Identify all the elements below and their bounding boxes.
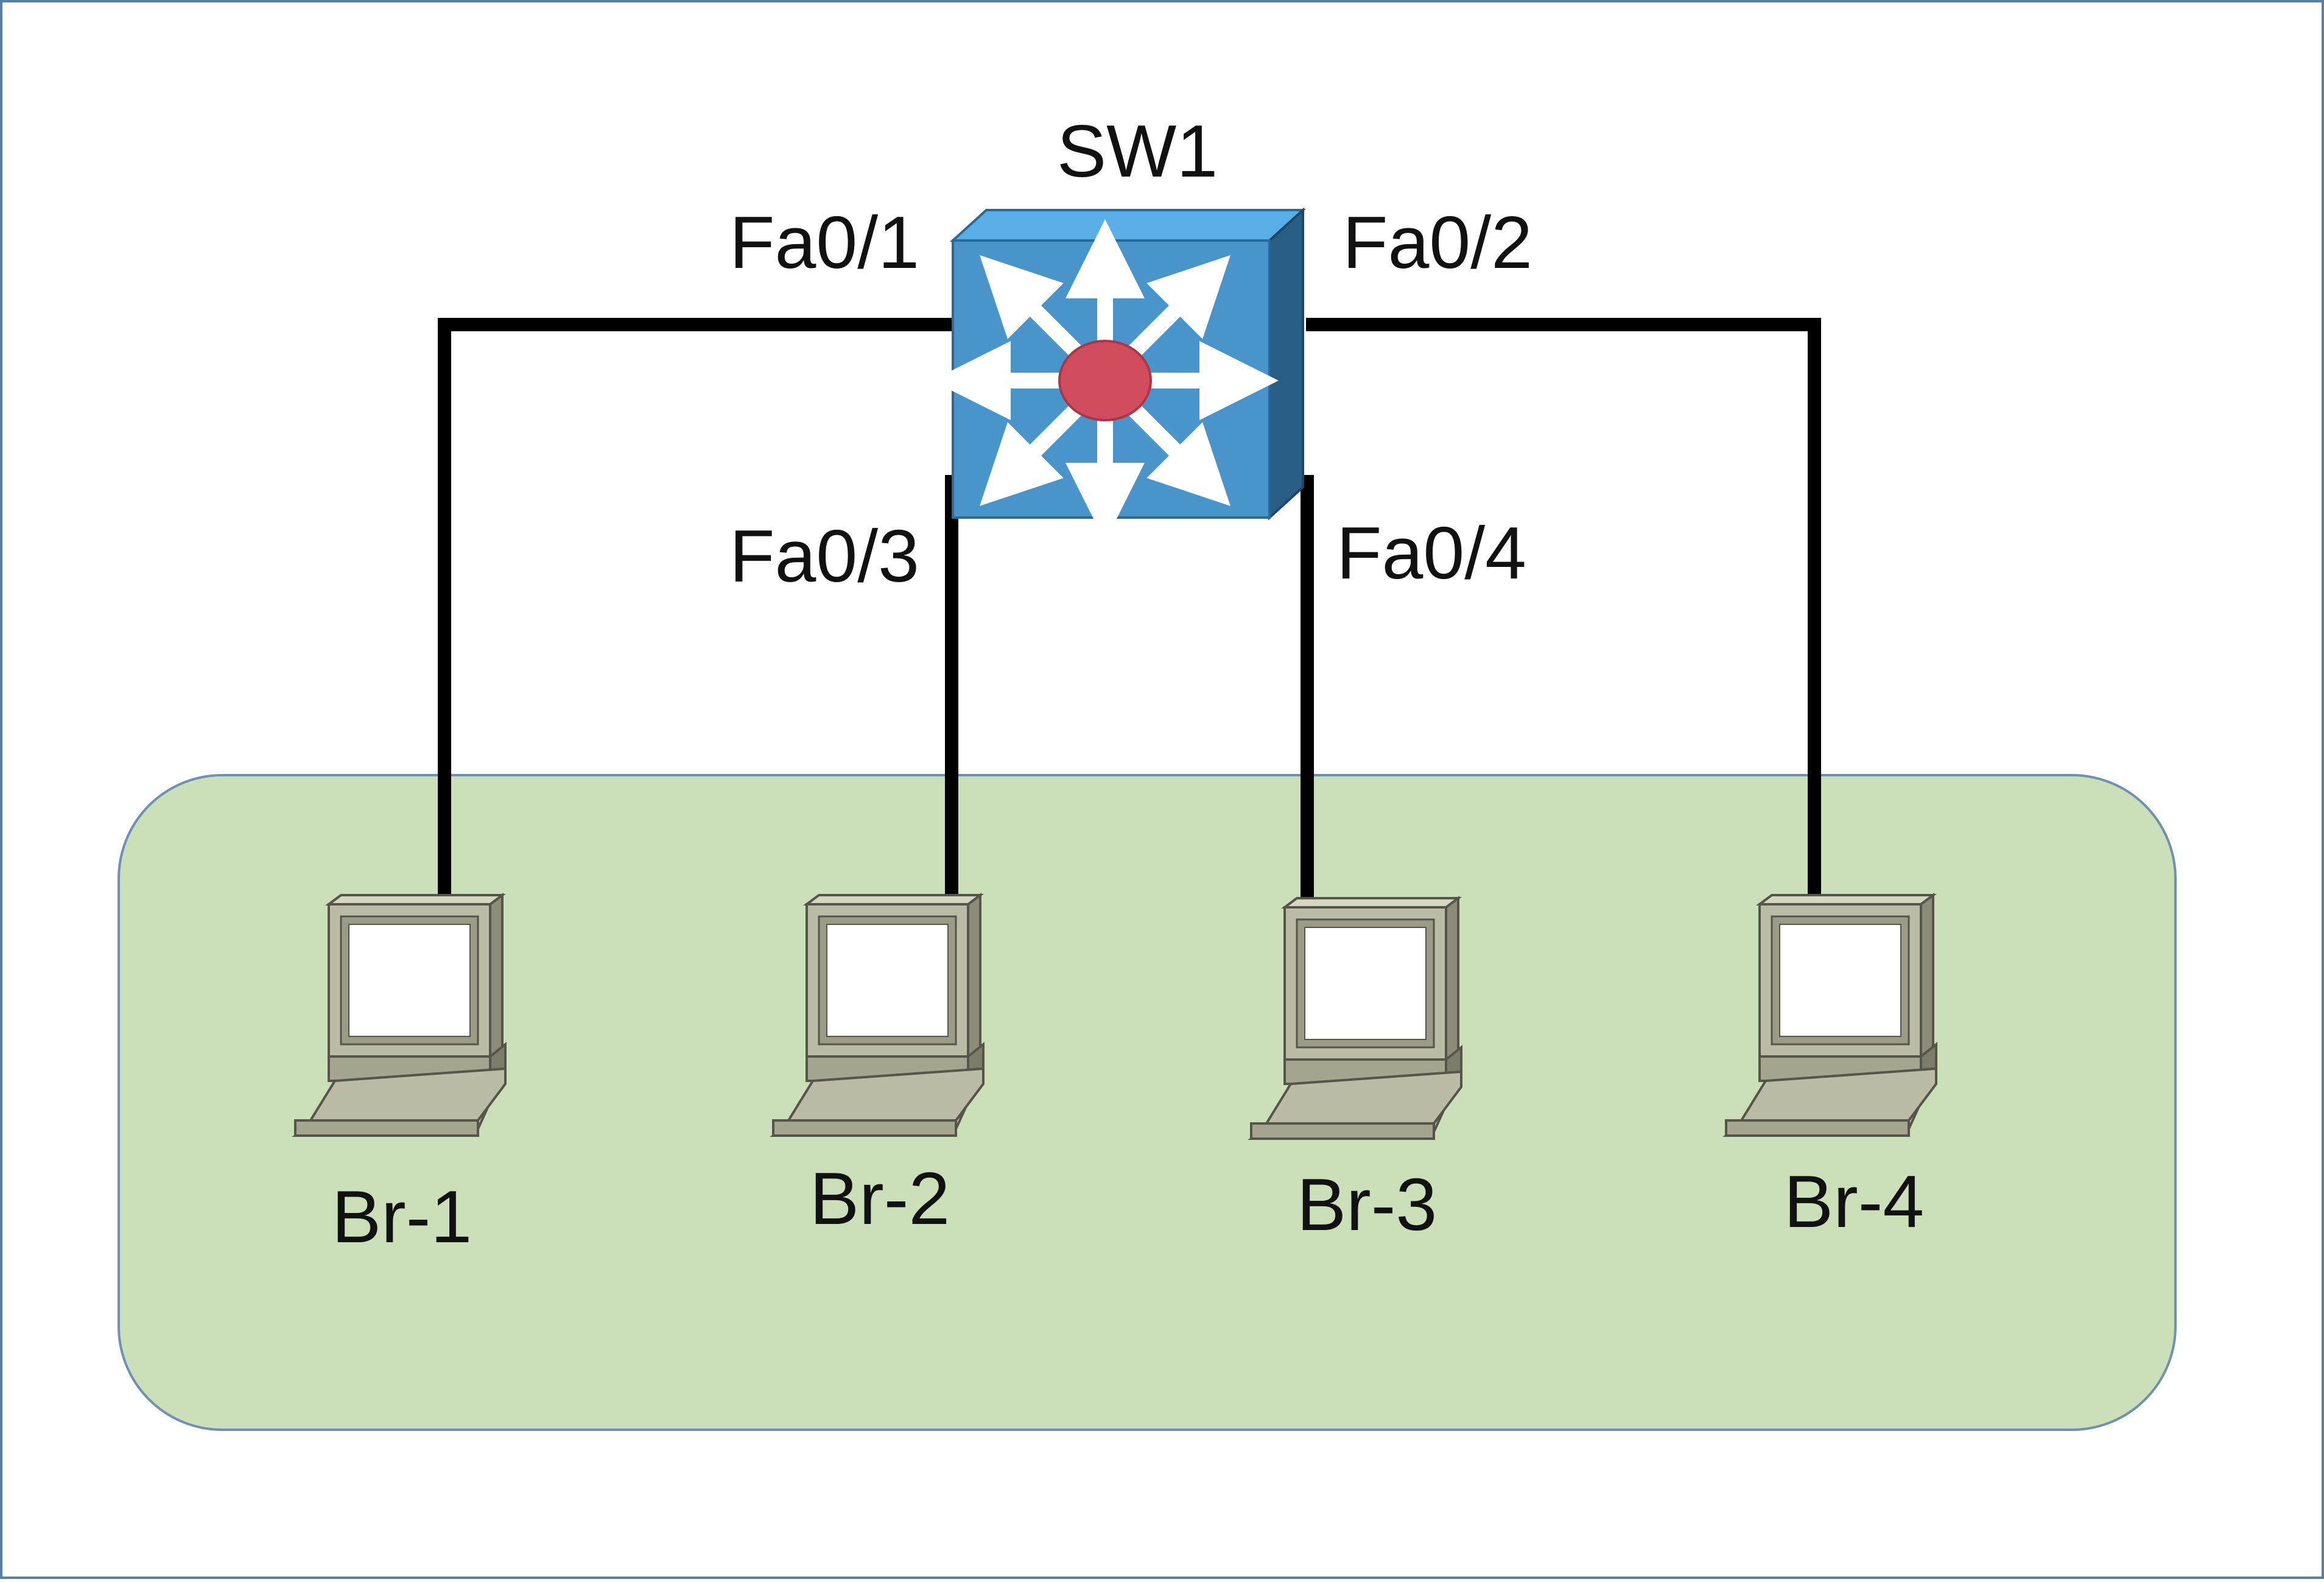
switch-label: SW1: [1057, 110, 1218, 192]
host-br-3: Br-3: [1250, 897, 1462, 1246]
switch-center-dot: [1058, 340, 1152, 421]
host-label: Br-2: [810, 1157, 950, 1240]
port-label-fa0-3: Fa0/3: [729, 515, 919, 597]
port-label-fa0-4: Fa0/4: [1336, 512, 1526, 594]
host-br-4: Br-4: [1725, 894, 1937, 1243]
host-br-2: Br-2: [772, 894, 985, 1240]
switch-top-face: [949, 209, 1307, 242]
switch-side-face: [1268, 207, 1304, 521]
port-label-fa0-1: Fa0/1: [729, 201, 919, 284]
host-label: Br-3: [1297, 1163, 1437, 1246]
links: [438, 318, 1821, 898]
port-label-fa0-2: Fa0/2: [1343, 201, 1532, 284]
host-br-1: Br-1: [294, 894, 507, 1258]
branch-group: [118, 774, 2177, 1431]
host-label: Br-4: [1784, 1160, 1924, 1243]
link-fa0-2-br-4: [1306, 318, 1821, 898]
host-label: Br-1: [332, 1175, 472, 1258]
link-fa0-1-br-1: [438, 318, 956, 898]
multilayer-switch-icon: [932, 207, 1307, 542]
